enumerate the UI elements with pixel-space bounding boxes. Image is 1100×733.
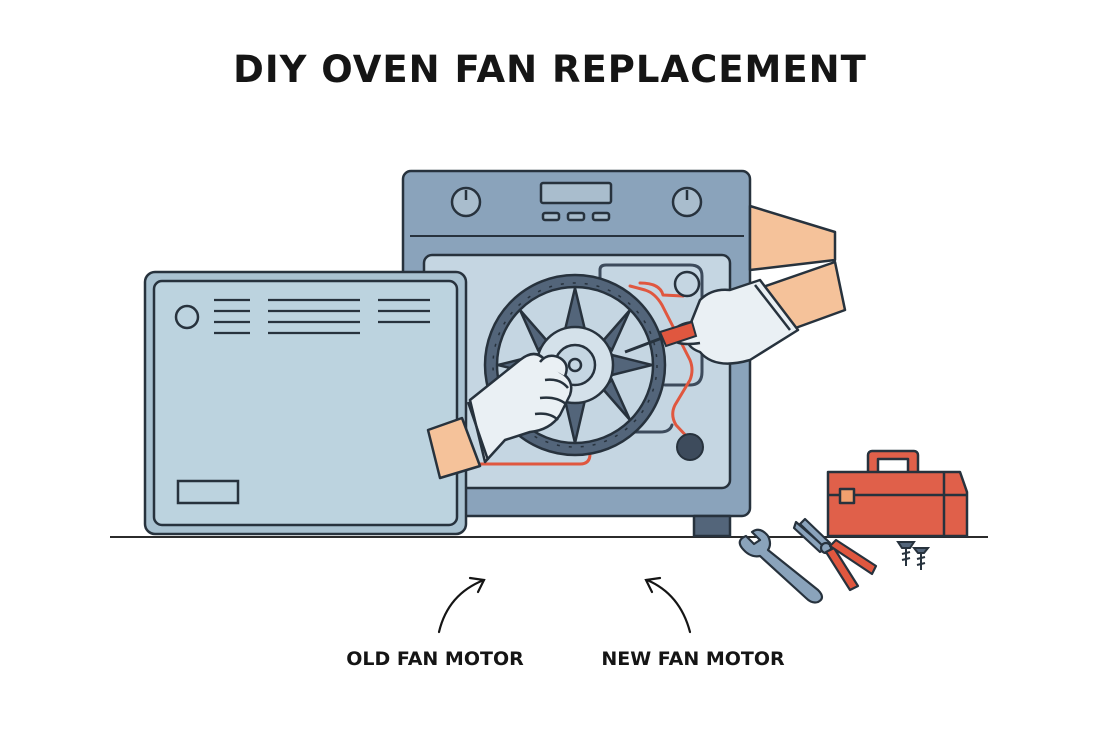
gloved-hand-icon [426,352,573,480]
cavity-sensor [673,270,701,298]
screw-icon [896,541,931,570]
page-title: DIY OVEN FAN REPLACEMENT [233,48,867,91]
curved-arrow-icon [437,576,486,634]
screwdriver-icon [624,320,698,354]
oven-knob-right [671,186,703,218]
label-new-fan-motor: NEW FAN MOTOR [601,648,785,670]
label-old-fan-motor: OLD FAN MOTOR [346,648,524,670]
oven-display [539,181,613,205]
pliers-icon [792,517,878,592]
oven-door-icon [143,270,468,536]
toolbox-icon [826,449,969,538]
wrench-icon [738,528,824,604]
cavity-plug [676,433,704,461]
curved-arrow-icon [644,576,692,634]
oven-knob-left [450,186,482,218]
